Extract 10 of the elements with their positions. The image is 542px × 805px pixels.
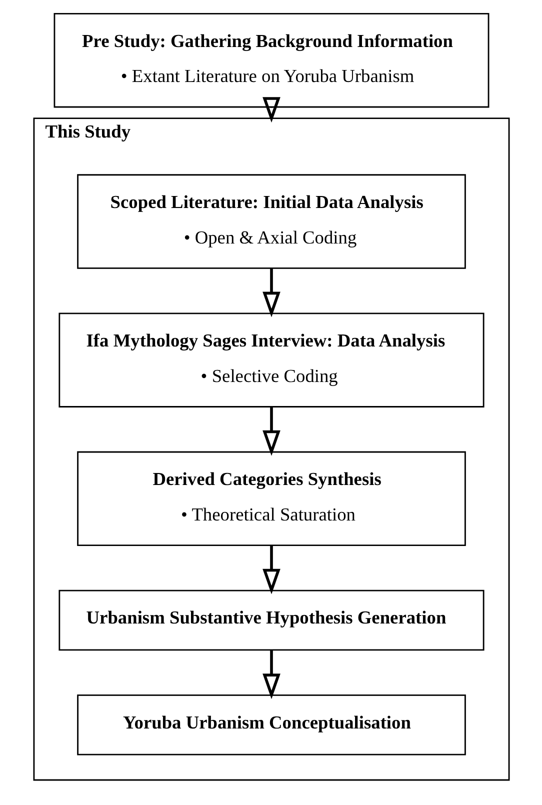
arrow [262,97,280,123]
node-box: Scoped Literature: Initial Data Analysis • Open & Axial Coding [76,174,466,269]
node-box: Urbanism Substantive Hypothesis Generation [58,590,484,651]
arrow [262,407,280,456]
node-box: Ifa Mythology Sages Interview: Data Analysis • Selective Coding [58,312,484,408]
arrow [262,546,280,594]
arrow [262,268,280,318]
arrow [262,650,280,700]
node-box: Yoruba Urbanism Conceptualisation [76,694,466,756]
node-box: Derived Categories Synthesis • Theoretical Saturation [76,451,466,546]
